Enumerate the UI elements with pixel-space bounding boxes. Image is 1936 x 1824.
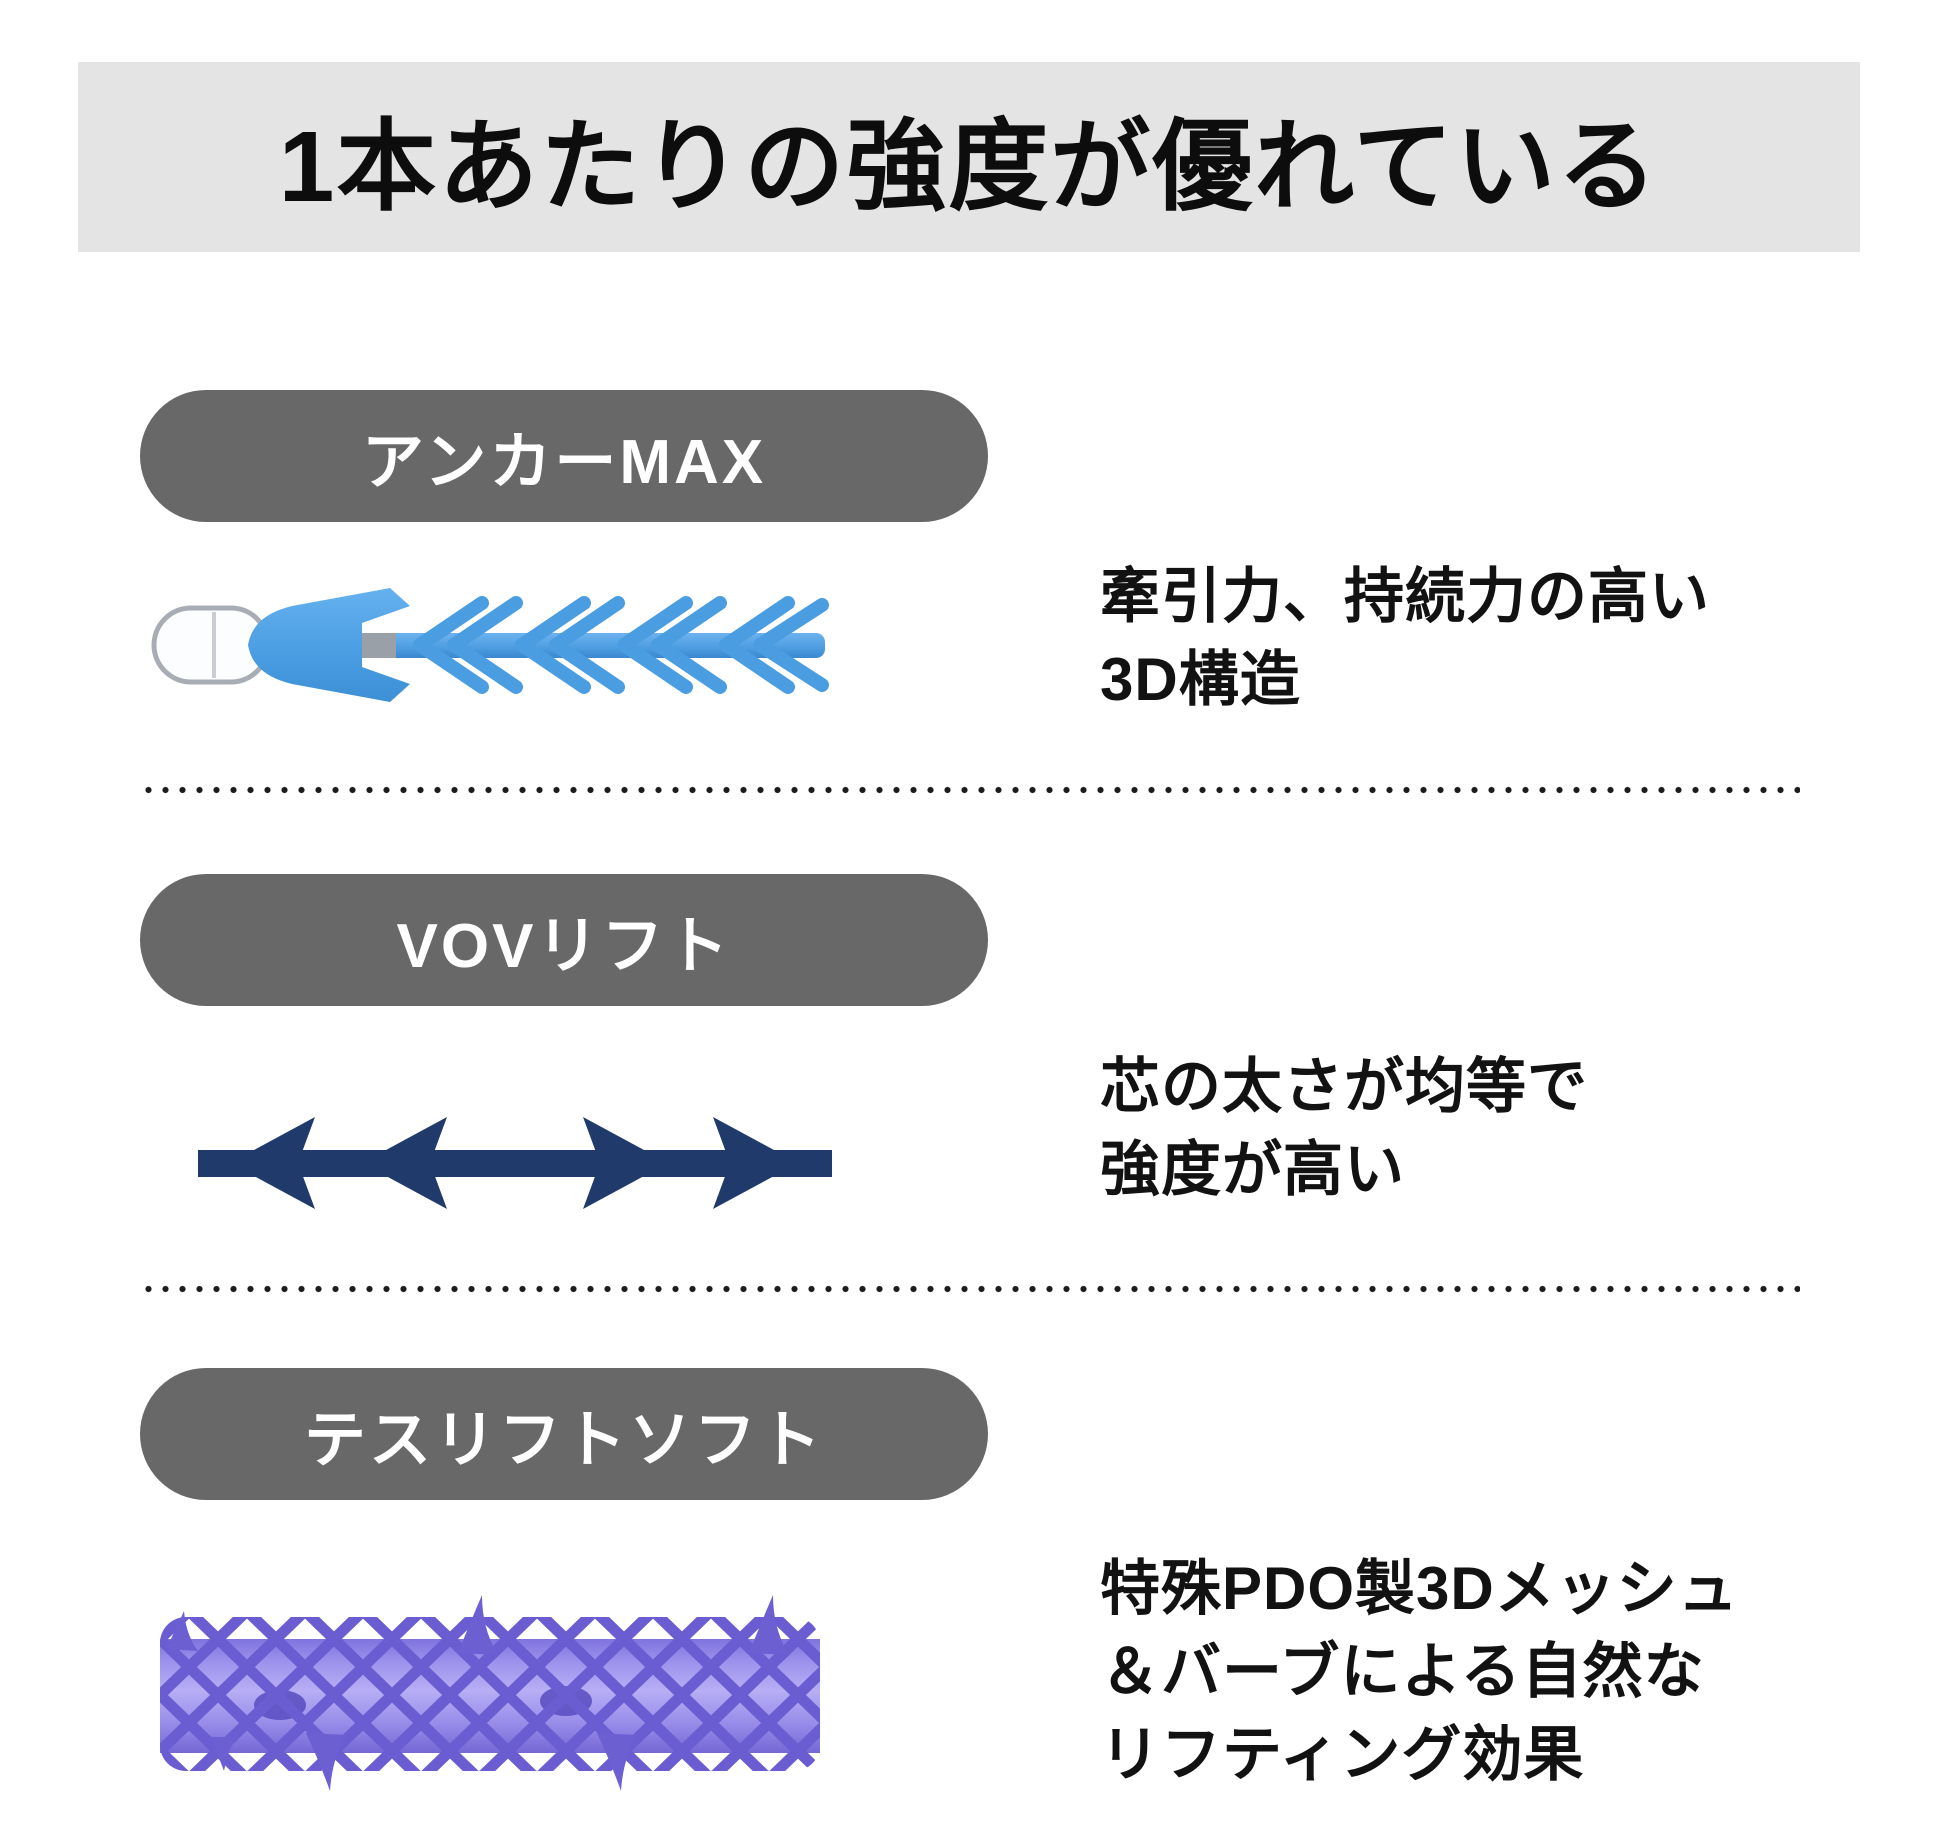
page-title: 1本あたりの強度が優れている	[278, 110, 1660, 223]
vov-thread-illustration	[190, 1108, 840, 1218]
product-label-text: VOVリフト	[396, 912, 732, 981]
product-label-tess-lift-soft: テスリフトソフト	[140, 1368, 988, 1500]
double-arrow-thread-icon	[198, 1117, 832, 1209]
product-label-text: テスリフトソフト	[303, 1406, 824, 1475]
title-banner: 1本あたりの強度が優れている	[78, 62, 1860, 252]
product-label-vov-lift: VOVリフト	[140, 874, 988, 1006]
dotted-divider	[140, 786, 1800, 794]
product-label-text: アンカーMAX	[361, 428, 767, 497]
barbed-thread-icon	[151, 588, 829, 702]
tess-lift-mesh-illustration	[160, 1583, 820, 1803]
dotted-divider	[140, 1285, 1800, 1293]
product-description-tess-lift-soft: 特殊PDO製3Dメッシュ ＆バーブによる自然な リフティング効果	[1100, 1555, 1739, 1788]
mesh-thread-icon	[160, 1595, 820, 1791]
product-description-anchor-max: 牽引力、持続力の高い 3D構造	[1100, 563, 1710, 713]
product-description-vov-lift: 芯の太さが均等で 強度が高い	[1100, 1053, 1588, 1203]
anchor-max-thread-illustration	[150, 583, 830, 708]
product-label-anchor-max: アンカーMAX	[140, 390, 988, 522]
